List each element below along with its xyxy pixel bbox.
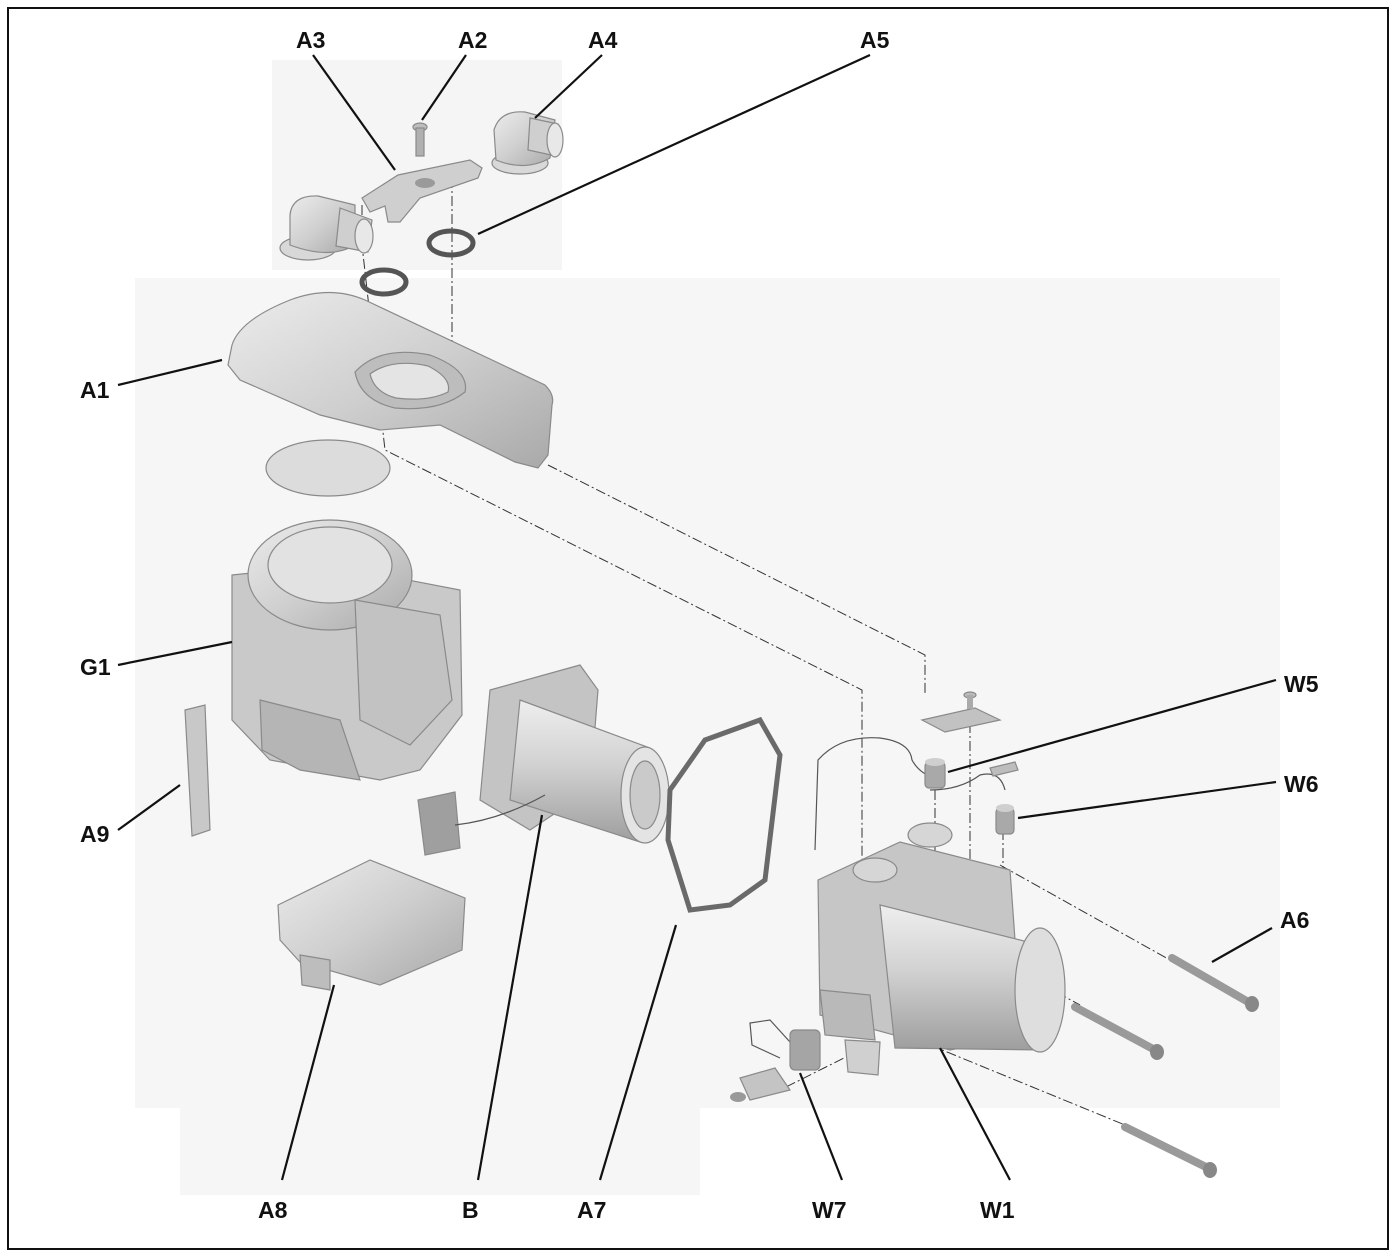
label-a2: A2 bbox=[458, 27, 487, 53]
label-a4: A4 bbox=[588, 27, 618, 53]
label-a6: A6 bbox=[1280, 907, 1309, 933]
bolts-a6 bbox=[1071, 954, 1259, 1178]
label-a9: A9 bbox=[80, 821, 109, 847]
burner-tube-b bbox=[417, 664, 670, 856]
filter-disc bbox=[265, 439, 391, 497]
part-labels: A3 A2 A4 A5 A1 G1 A9 A8 B A7 W7 W1 W5 W6… bbox=[80, 27, 1319, 1223]
cover-plate bbox=[920, 707, 1002, 733]
o-ring-lower bbox=[359, 267, 409, 297]
label-a1: A1 bbox=[80, 377, 110, 403]
label-w7: W7 bbox=[812, 1197, 847, 1223]
screw-a2 bbox=[412, 122, 428, 157]
leader-lines bbox=[117, 53, 1277, 1181]
elbow-pipe-left bbox=[279, 195, 374, 261]
label-w6: W6 bbox=[1284, 771, 1319, 797]
screw-top bbox=[963, 691, 977, 709]
label-a5: A5 bbox=[860, 27, 890, 53]
sensor-w5 bbox=[924, 758, 946, 789]
blower-assembly-g1 bbox=[231, 519, 463, 781]
base-tray-a8 bbox=[277, 859, 466, 991]
bracket-a3 bbox=[361, 159, 483, 223]
cover-hood-a1 bbox=[227, 291, 554, 469]
background-panel-bottom bbox=[180, 1000, 700, 1195]
strip-a9 bbox=[184, 704, 211, 837]
gasket-a7 bbox=[665, 716, 783, 913]
label-g1: G1 bbox=[80, 654, 111, 680]
label-a7: A7 bbox=[577, 1197, 606, 1223]
pump-w7 bbox=[730, 1019, 821, 1102]
label-a8: A8 bbox=[258, 1197, 288, 1223]
o-ring-a5 bbox=[426, 228, 476, 258]
clip-small bbox=[989, 761, 1019, 777]
heat-exchanger-w1 bbox=[817, 822, 1066, 1076]
label-w5: W5 bbox=[1284, 671, 1319, 697]
label-w1: W1 bbox=[980, 1197, 1015, 1223]
label-a3: A3 bbox=[296, 27, 325, 53]
elbow-pipe-a4 bbox=[491, 111, 564, 175]
sensor-w6 bbox=[995, 804, 1015, 835]
label-b: B bbox=[462, 1197, 479, 1223]
